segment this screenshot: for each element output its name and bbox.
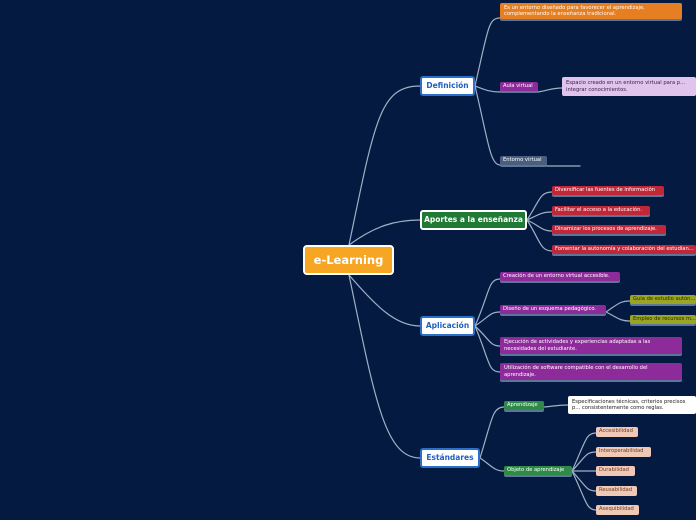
link-root-aportes <box>348 219 421 246</box>
aula-virtual-description[interactable]: Espacio creado en un entorno virtual par… <box>562 77 696 96</box>
link-aula-desc <box>537 87 563 93</box>
link-obj-1 <box>571 432 597 472</box>
link-aportes-3 <box>526 219 553 232</box>
link-apl-4 <box>474 325 501 373</box>
topic-aportes[interactable]: Aportes a la enseñanza <box>420 210 527 230</box>
link-aportes-2 <box>526 211 553 221</box>
definicion-description[interactable]: Es un entorno diseñado para favorecer el… <box>500 3 682 19</box>
link-apl-2 <box>474 311 501 327</box>
objeto-item-accesibilidad[interactable]: Accesibilidad <box>596 427 638 437</box>
link-aportes-1 <box>526 191 553 221</box>
aplicacion-item-2[interactable]: Diseño de un esquema pedagógico. <box>500 305 606 314</box>
link-esquema-1 <box>605 300 631 313</box>
aplicacion-item-3[interactable]: Ejecución de actividades y experiencias … <box>500 337 682 354</box>
link-est-aprendizaje <box>479 406 505 459</box>
objeto-item-asequibilidad[interactable]: Asequibilidad <box>596 505 639 515</box>
esquema-subitem-1[interactable]: Guía de estudio autón... <box>630 295 696 304</box>
subtopic-entorno-virtual[interactable]: Entorno virtual <box>500 156 547 165</box>
objeto-item-reusabilidad[interactable]: Reusabilidad <box>596 486 637 496</box>
aporte-item-2[interactable]: Facilitar el acceso a la educación. <box>552 206 650 215</box>
link-apl-3 <box>474 325 501 347</box>
link-root-definicion <box>348 85 421 246</box>
link-obj-5 <box>571 470 597 511</box>
aporte-item-3[interactable]: Dinamizar los procesos de aprendizaje. <box>552 225 666 234</box>
link-esquema-2 <box>605 311 631 322</box>
aporte-item-4[interactable]: Fomentar la autonomía y colaboración del… <box>552 245 696 254</box>
objeto-item-interoperabilidad[interactable]: Interoperabilidad <box>596 447 651 457</box>
root-node[interactable]: e-Learning <box>303 245 394 275</box>
link-est-objeto <box>479 457 505 472</box>
objeto-item-durabilidad[interactable]: Durabilidad <box>596 466 635 476</box>
aporte-item-1[interactable]: Diversificar las fuentes de información <box>552 186 664 195</box>
subtopic-aprendizaje[interactable]: Aprendizaje <box>504 401 544 410</box>
aprendizaje-description[interactable]: Especificaciones técnicas, criterios pre… <box>568 396 696 414</box>
topic-aplicacion[interactable]: Aplicación <box>420 316 475 336</box>
link-apl-1 <box>474 278 501 327</box>
link-obj-2 <box>571 451 597 472</box>
topic-estandares[interactable]: Estándares <box>420 448 480 468</box>
link-obj-4 <box>571 470 597 492</box>
link-def-aula <box>474 85 501 93</box>
link-root-aplicacion <box>348 274 421 327</box>
link-root-estandares <box>348 274 421 459</box>
subtopic-objeto-aprendizaje[interactable]: Objeto de aprendizaje <box>504 466 572 475</box>
topic-definicion[interactable]: Definición <box>420 76 475 96</box>
link-aprendizaje-desc <box>543 404 569 408</box>
link-aportes-4 <box>526 219 553 252</box>
subtopic-aula-virtual[interactable]: Aula virtual <box>500 82 538 91</box>
esquema-subitem-2[interactable]: Empleo de recursos m... <box>630 315 696 324</box>
link-def-entorno <box>474 85 501 166</box>
aplicacion-item-1[interactable]: Creación de un entorno virtual accesible… <box>500 272 620 281</box>
aplicacion-item-4[interactable]: Utilización de software compatible con e… <box>500 363 682 380</box>
link-def-desc <box>474 17 501 87</box>
